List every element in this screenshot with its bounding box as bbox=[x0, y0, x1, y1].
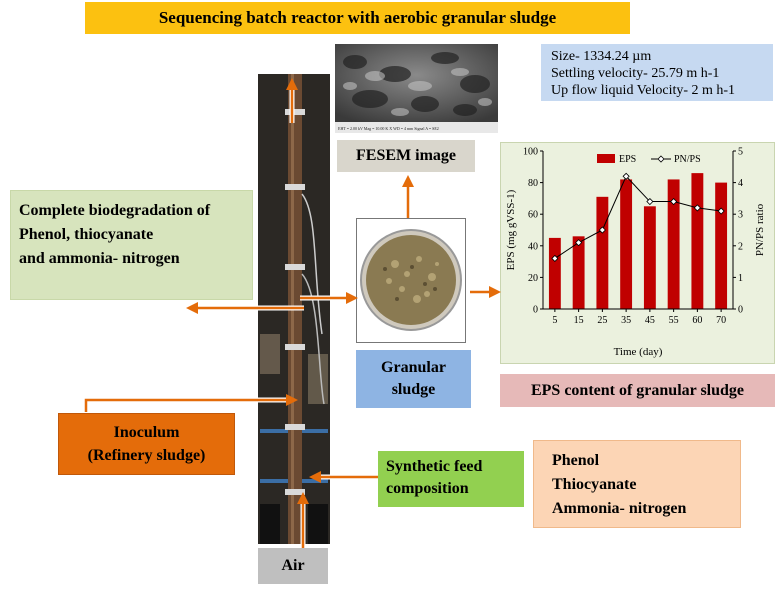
y-tick-label-left: 60 bbox=[528, 210, 538, 221]
y-tick-label-right: 5 bbox=[738, 147, 743, 158]
pnps-point bbox=[693, 204, 701, 212]
granular-sludge-line-2: sludge bbox=[391, 381, 436, 398]
x-tick-label: 45 bbox=[645, 315, 655, 326]
pnps-point bbox=[670, 197, 678, 206]
synthetic-feed-line-2: composition bbox=[386, 480, 469, 497]
petri-dish-graphic bbox=[360, 229, 462, 331]
inoculum-box: Inoculum (Refinery sludge) bbox=[58, 413, 235, 475]
inoculum-line-1: Inoculum bbox=[113, 424, 180, 441]
inoculum-line-2: (Refinery sludge) bbox=[87, 447, 206, 464]
biodegradation-line-3: and ammonia- nitrogen bbox=[19, 250, 180, 267]
eps-bar bbox=[548, 237, 561, 309]
arrowhead-biodeg bbox=[186, 302, 198, 314]
x-tick-label: 35 bbox=[621, 315, 631, 326]
eps-bar bbox=[691, 173, 704, 309]
eps-bar bbox=[596, 196, 609, 309]
y-tick-label-left: 0 bbox=[533, 305, 538, 316]
biodegradation-line-2: Phenol, thiocyanate bbox=[19, 226, 154, 243]
x-tick-label: 60 bbox=[692, 315, 702, 326]
biodegradation-line-1: Complete biodegradation of bbox=[19, 202, 211, 219]
reactor-column-graphic bbox=[258, 74, 330, 544]
eps-bar bbox=[667, 179, 680, 309]
eps-bar bbox=[643, 206, 656, 309]
legend-pnps-label: PN/PS bbox=[674, 154, 701, 165]
fesem-image-label: FESEM image bbox=[337, 140, 475, 172]
y-tick-label-right: 2 bbox=[738, 241, 743, 252]
pnps-point bbox=[598, 226, 606, 234]
y-tick-label-left: 100 bbox=[523, 147, 538, 158]
fesem-micrograph-graphic: EHT = 2.00 kV Mag = 10.00 K X WD = 4 mm … bbox=[335, 44, 498, 133]
legend-pnps-marker bbox=[657, 155, 665, 163]
granule-properties-box: Size- 1334.24 µm Settling velocity- 25.7… bbox=[541, 44, 773, 101]
x-axis-title: Time (day) bbox=[614, 346, 663, 358]
fesem-micrograph: EHT = 2.00 kV Mag = 10.00 K X WD = 4 mm … bbox=[335, 44, 498, 133]
eps-bar bbox=[620, 179, 633, 309]
eps-bar bbox=[715, 182, 728, 309]
eps-bar bbox=[572, 236, 585, 309]
y-tick-label-right: 4 bbox=[738, 178, 743, 189]
upflow-velocity-text: Up flow liquid Velocity- 2 m h-1 bbox=[551, 83, 736, 98]
reactor-photo bbox=[258, 74, 330, 544]
x-tick-label: 55 bbox=[669, 315, 679, 326]
eps-content-label: EPS content of granular sludge bbox=[500, 374, 775, 407]
y-tick-label-left: 40 bbox=[528, 241, 538, 252]
x-tick-label: 5 bbox=[552, 315, 557, 326]
legend-eps-swatch bbox=[597, 154, 615, 163]
arrowhead-fesem bbox=[402, 175, 414, 187]
composition-item-thiocyanate: Thiocyanate bbox=[552, 476, 637, 493]
composition-item-ammonia: Ammonia- nitrogen bbox=[552, 500, 687, 517]
y-tick-label-right: 1 bbox=[738, 273, 743, 284]
y-axis-title-right: PN/PS ratio bbox=[754, 203, 766, 256]
pnps-point bbox=[717, 207, 725, 215]
pnps-line bbox=[554, 175, 722, 259]
biodegradation-box: Complete biodegradation of Phenol, thioc… bbox=[10, 190, 253, 300]
fesem-footer-text: EHT = 2.00 kV Mag = 10.00 K X WD = 4 mm … bbox=[338, 126, 439, 131]
pnps-point bbox=[646, 197, 654, 206]
pnps-point bbox=[622, 172, 630, 180]
pnps-point bbox=[551, 254, 559, 263]
y-axis-title-left: EPS (mg gVSS-1) bbox=[505, 189, 517, 270]
synthetic-feed-line-1: Synthetic feed bbox=[386, 458, 483, 475]
granular-sludge-line-1: Granular bbox=[381, 359, 446, 376]
x-tick-label: 25 bbox=[597, 315, 607, 326]
pnps-point bbox=[575, 239, 583, 247]
x-tick-label: 15 bbox=[574, 315, 584, 326]
y-tick-label-right: 0 bbox=[738, 305, 743, 316]
granule-size-text: Size- 1334.24 µm bbox=[551, 49, 652, 64]
x-tick-label: 70 bbox=[716, 315, 726, 326]
y-tick-label-left: 20 bbox=[528, 273, 538, 284]
composition-item-phenol: Phenol bbox=[552, 452, 600, 469]
y-tick-label-right: 3 bbox=[738, 210, 743, 221]
diagram-title: Sequencing batch reactor with aerobic gr… bbox=[85, 2, 630, 34]
granular-sludge-label: Granular sludge bbox=[356, 350, 471, 408]
air-label: Air bbox=[258, 548, 328, 584]
settling-velocity-text: Settling velocity- 25.79 m h-1 bbox=[551, 66, 720, 81]
synthetic-feed-box: Synthetic feed composition bbox=[378, 451, 524, 507]
granular-sludge-photo bbox=[356, 218, 466, 343]
legend-eps-label: EPS bbox=[619, 154, 636, 165]
feed-composition-box: Phenol Thiocyanate Ammonia- nitrogen bbox=[533, 440, 741, 528]
y-tick-label-left: 80 bbox=[528, 178, 538, 189]
